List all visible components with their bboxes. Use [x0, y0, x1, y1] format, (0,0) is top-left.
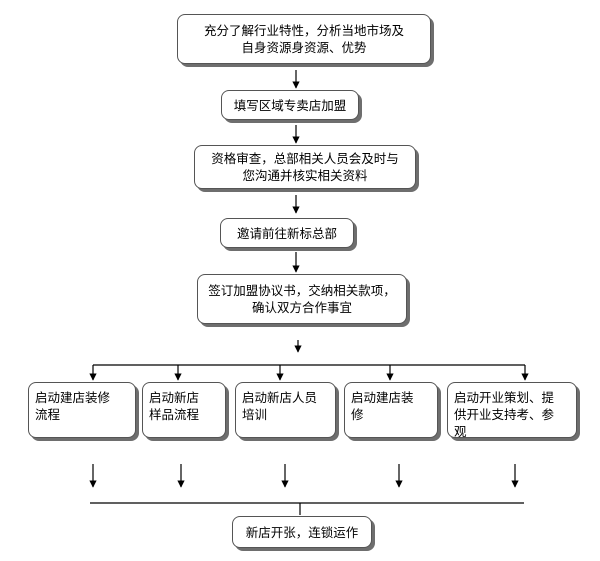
step-sign-agreement: 签订加盟协议书，交纳相关款项， 确认双方合作事宜 [197, 274, 407, 324]
step-qualification-review: 资格审查，总部相关人员会及时与 您沟通并核实相关资料 [194, 145, 416, 189]
branch-store-decoration: 启动建店装 修 [344, 382, 438, 438]
branch-sample-process: 启动新店 样品流程 [142, 382, 226, 438]
branch-opening-planning: 启动开业策划、提 供开业支持考、参 观 [447, 382, 577, 439]
branch-staff-training: 启动新店人员 培训 [235, 382, 336, 438]
step-analyze-market: 充分了解行业特性，分析当地市场及 自身资源身资源、优势 [177, 14, 431, 64]
final-store-opening: 新店开张，连锁运作 [232, 516, 372, 548]
step-visit-headquarters: 邀请前往新标总部 [220, 218, 354, 248]
branch-store-renovation: 启动建店装修 流程 [28, 382, 136, 438]
step-fill-application: 填写区域专卖店加盟 [221, 90, 359, 120]
